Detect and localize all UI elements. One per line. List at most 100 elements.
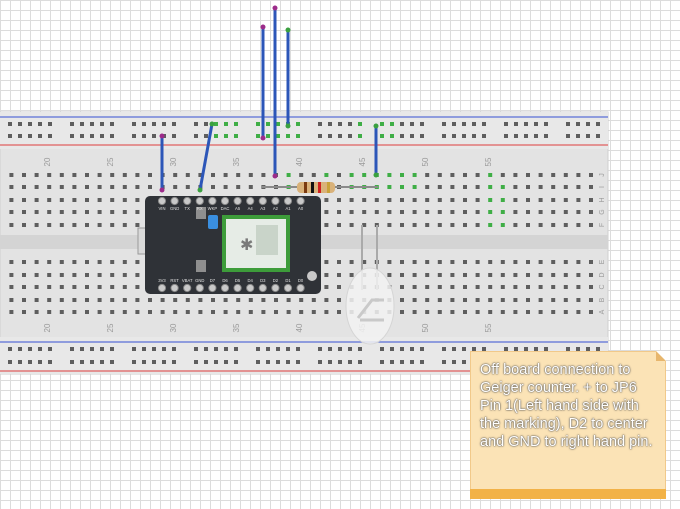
breadboard-hole[interactable] <box>538 310 543 314</box>
breadboard-hole[interactable] <box>513 273 518 277</box>
breadboard-hole[interactable] <box>450 298 455 302</box>
breadboard-hole[interactable] <box>22 198 26 202</box>
breadboard-hole[interactable] <box>349 173 354 177</box>
breadboard-hole[interactable] <box>437 260 442 264</box>
rail-hole[interactable] <box>420 134 424 138</box>
rail-hole[interactable] <box>100 122 104 126</box>
rail-hole[interactable] <box>90 134 94 138</box>
breadboard-hole[interactable] <box>450 223 455 227</box>
breadboard-hole[interactable] <box>437 173 442 177</box>
breadboard-hole[interactable] <box>526 273 530 277</box>
header-pin[interactable] <box>157 196 167 206</box>
rail-hole[interactable] <box>142 122 146 126</box>
breadboard-hole[interactable] <box>475 285 480 289</box>
breadboard-hole[interactable] <box>148 185 152 189</box>
breadboard-hole[interactable] <box>311 298 316 302</box>
breadboard-hole[interactable] <box>22 273 26 277</box>
breadboard-hole[interactable] <box>97 223 102 227</box>
rail-hole[interactable] <box>224 134 228 138</box>
breadboard-hole[interactable] <box>576 310 581 314</box>
breadboard-hole[interactable] <box>513 210 518 214</box>
rail-hole[interactable] <box>296 134 300 138</box>
rail-hole[interactable] <box>18 134 22 138</box>
rail-hole[interactable] <box>194 134 198 138</box>
rail-hole[interactable] <box>194 347 198 351</box>
rail-hole[interactable] <box>276 134 280 138</box>
rail-hole[interactable] <box>586 347 590 351</box>
breadboard-hole[interactable] <box>135 298 140 302</box>
breadboard-hole[interactable] <box>463 298 467 302</box>
breadboard-hole[interactable] <box>576 285 581 289</box>
breadboard-hole[interactable] <box>387 173 392 177</box>
rail-hole[interactable] <box>328 347 332 351</box>
breadboard-hole[interactable] <box>236 310 241 314</box>
rail-hole[interactable] <box>566 122 570 126</box>
breadboard-hole[interactable] <box>425 198 430 202</box>
rail-hole[interactable] <box>234 134 238 138</box>
breadboard-hole[interactable] <box>337 260 341 264</box>
breadboard-hole[interactable] <box>324 173 329 177</box>
breadboard-hole[interactable] <box>135 310 140 314</box>
breadboard-hole[interactable] <box>148 173 152 177</box>
breadboard-hole[interactable] <box>475 185 480 189</box>
breadboard-hole[interactable] <box>299 310 304 314</box>
breadboard-hole[interactable] <box>47 260 52 264</box>
breadboard-hole[interactable] <box>299 173 304 177</box>
breadboard-hole[interactable] <box>551 173 556 177</box>
breadboard-hole[interactable] <box>22 310 26 314</box>
rail-hole[interactable] <box>318 360 322 364</box>
rail-hole[interactable] <box>162 122 166 126</box>
rail-hole[interactable] <box>224 122 228 126</box>
breadboard-hole[interactable] <box>110 210 115 214</box>
breadboard-hole[interactable] <box>500 210 505 214</box>
breadboard-hole[interactable] <box>513 173 518 177</box>
rail-hole[interactable] <box>276 360 280 364</box>
rail-hole[interactable] <box>452 360 456 364</box>
breadboard-hole[interactable] <box>85 260 89 264</box>
rail-hole[interactable] <box>358 347 362 351</box>
breadboard-hole[interactable] <box>576 260 581 264</box>
rail-hole[interactable] <box>390 122 394 126</box>
rail-hole[interactable] <box>596 122 600 126</box>
breadboard-hole[interactable] <box>59 210 64 214</box>
breadboard-hole[interactable] <box>185 173 190 177</box>
breadboard-hole[interactable] <box>576 223 581 227</box>
breadboard-hole[interactable] <box>173 310 178 314</box>
breadboard-hole[interactable] <box>223 310 228 314</box>
breadboard-hole[interactable] <box>97 210 102 214</box>
rail-hole[interactable] <box>596 347 600 351</box>
breadboard-hole[interactable] <box>589 173 593 177</box>
rail-hole[interactable] <box>204 360 208 364</box>
rail-hole[interactable] <box>172 134 176 138</box>
rail-hole[interactable] <box>576 347 580 351</box>
breadboard-hole[interactable] <box>85 173 89 177</box>
rail-hole[interactable] <box>534 134 538 138</box>
breadboard-hole[interactable] <box>34 198 39 202</box>
breadboard-hole[interactable] <box>589 310 593 314</box>
rail-hole[interactable] <box>70 360 74 364</box>
rail-hole[interactable] <box>214 360 218 364</box>
breadboard-hole[interactable] <box>576 273 581 277</box>
breadboard-hole[interactable] <box>34 223 39 227</box>
breadboard-hole[interactable] <box>412 298 417 302</box>
breadboard-hole[interactable] <box>437 273 442 277</box>
breadboard-hole[interactable] <box>9 260 14 264</box>
rail-hole[interactable] <box>172 122 176 126</box>
breadboard-hole[interactable] <box>160 310 165 314</box>
rail-hole[interactable] <box>420 347 424 351</box>
breadboard-hole[interactable] <box>337 223 341 227</box>
breadboard-hole[interactable] <box>488 310 493 314</box>
breadboard-hole[interactable] <box>173 173 178 177</box>
rail-hole[interactable] <box>524 134 528 138</box>
breadboard-hole[interactable] <box>425 260 430 264</box>
breadboard-hole[interactable] <box>551 273 556 277</box>
breadboard-hole[interactable] <box>488 223 493 227</box>
breadboard-hole[interactable] <box>513 223 518 227</box>
rail-hole[interactable] <box>204 347 208 351</box>
breadboard-hole[interactable] <box>97 173 102 177</box>
breadboard-hole[interactable] <box>526 285 530 289</box>
breadboard-hole[interactable] <box>337 298 341 302</box>
rail-hole[interactable] <box>462 347 466 351</box>
breadboard-hole[interactable] <box>412 185 417 189</box>
breadboard-hole[interactable] <box>59 223 64 227</box>
